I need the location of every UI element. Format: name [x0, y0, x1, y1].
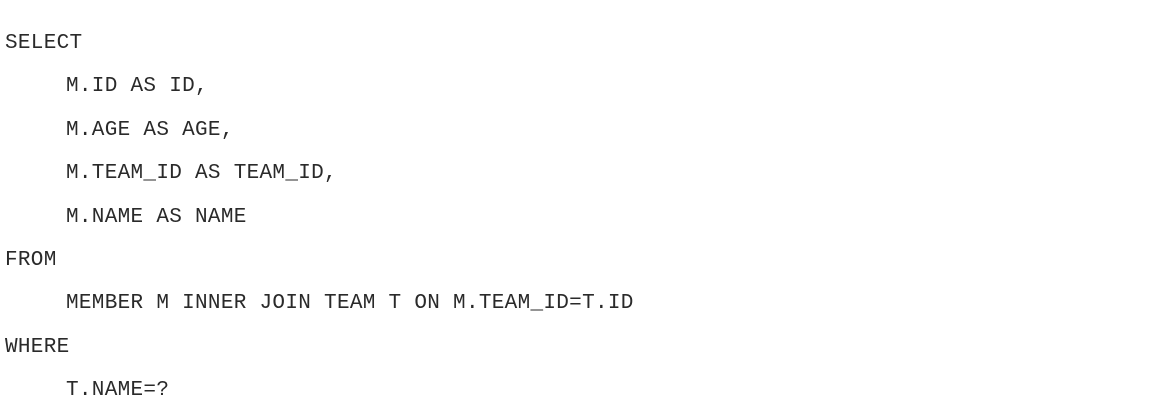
code-line-join-clause: MEMBER M INNER JOIN TEAM T ON M.TEAM_ID=… — [66, 292, 634, 316]
code-line-from-keyword: FROM — [5, 248, 57, 272]
code-line-select-team-id: M.TEAM_ID AS TEAM_ID, — [66, 162, 337, 186]
sql-code-block: SELECT M.ID AS ID, M.AGE AS AGE, M.TEAM_… — [5, 29, 1155, 420]
code-line-select-id: M.ID AS ID, — [66, 75, 208, 99]
code-line-select-name: M.NAME AS NAME — [66, 205, 247, 229]
code-line-where-keyword: WHERE — [5, 335, 70, 359]
code-line-select-keyword: SELECT — [5, 32, 83, 55]
code-line-where-condition: T.NAME=? — [66, 379, 170, 403]
code-line-select-age: M.AGE AS AGE, — [66, 118, 234, 142]
